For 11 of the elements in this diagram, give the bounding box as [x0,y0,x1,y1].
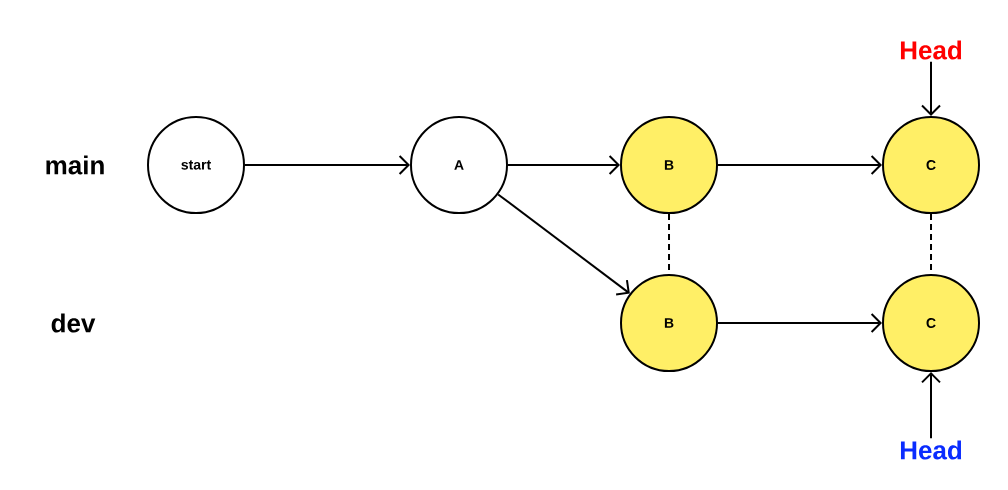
arrow [717,155,882,175]
arrow [244,155,410,175]
arrow [507,155,620,175]
arrow [921,372,941,440]
head-label: Head [900,40,962,60]
arrow [921,60,941,116]
arrow [717,313,882,333]
head-label: Head [900,440,962,460]
arrow [497,193,630,296]
branch-label: main [46,155,104,175]
branch-label: dev [51,313,96,333]
